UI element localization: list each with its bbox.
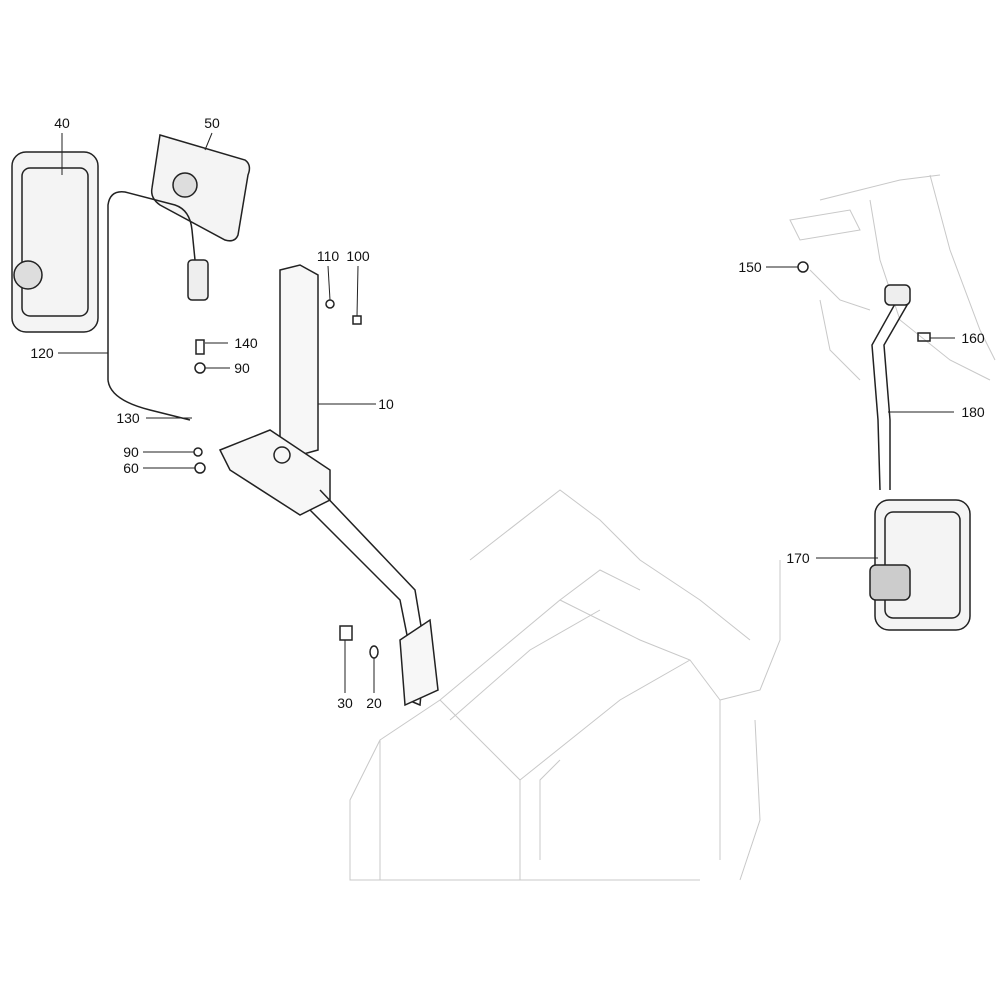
callout-110: 110 [316, 248, 340, 264]
bracket-10 [218, 264, 439, 707]
callout-20: 20 [366, 695, 382, 711]
callout-60: 60 [123, 460, 139, 476]
mirror-50 [150, 134, 251, 242]
mirror-40 [11, 151, 99, 333]
callout-40: 40 [54, 115, 70, 131]
mirror-arm-180 [871, 294, 911, 491]
callout-140: 140 [234, 335, 258, 351]
callout-100: 100 [346, 248, 370, 264]
bolt-160 [917, 332, 931, 342]
callout-30: 30 [337, 695, 353, 711]
callout-90-lower: 90 [123, 444, 139, 460]
machine-outline [349, 174, 996, 881]
callout-180: 180 [961, 404, 985, 420]
callout-160: 160 [961, 330, 985, 346]
callout-90-upper: 90 [234, 360, 250, 376]
washer-110 [325, 299, 335, 309]
nut-60 [194, 462, 206, 474]
leader-lines [58, 132, 955, 693]
washer-90b [193, 447, 203, 457]
washer-90 [194, 362, 206, 374]
arm-clamp [187, 259, 209, 301]
washer-20 [369, 645, 379, 659]
callout-10: 10 [378, 396, 394, 412]
callout-150: 150 [738, 259, 762, 275]
callout-120: 120 [30, 345, 54, 361]
nut-150 [797, 261, 809, 273]
bolt-100 [352, 315, 362, 325]
bolt-30 [339, 625, 353, 641]
bolt-140 [195, 339, 205, 355]
mirror-170 [869, 499, 971, 631]
callout-50: 50 [204, 115, 220, 131]
mirror-arm-120 [107, 191, 196, 421]
callout-130: 130 [116, 410, 140, 426]
callout-170: 170 [786, 550, 810, 566]
